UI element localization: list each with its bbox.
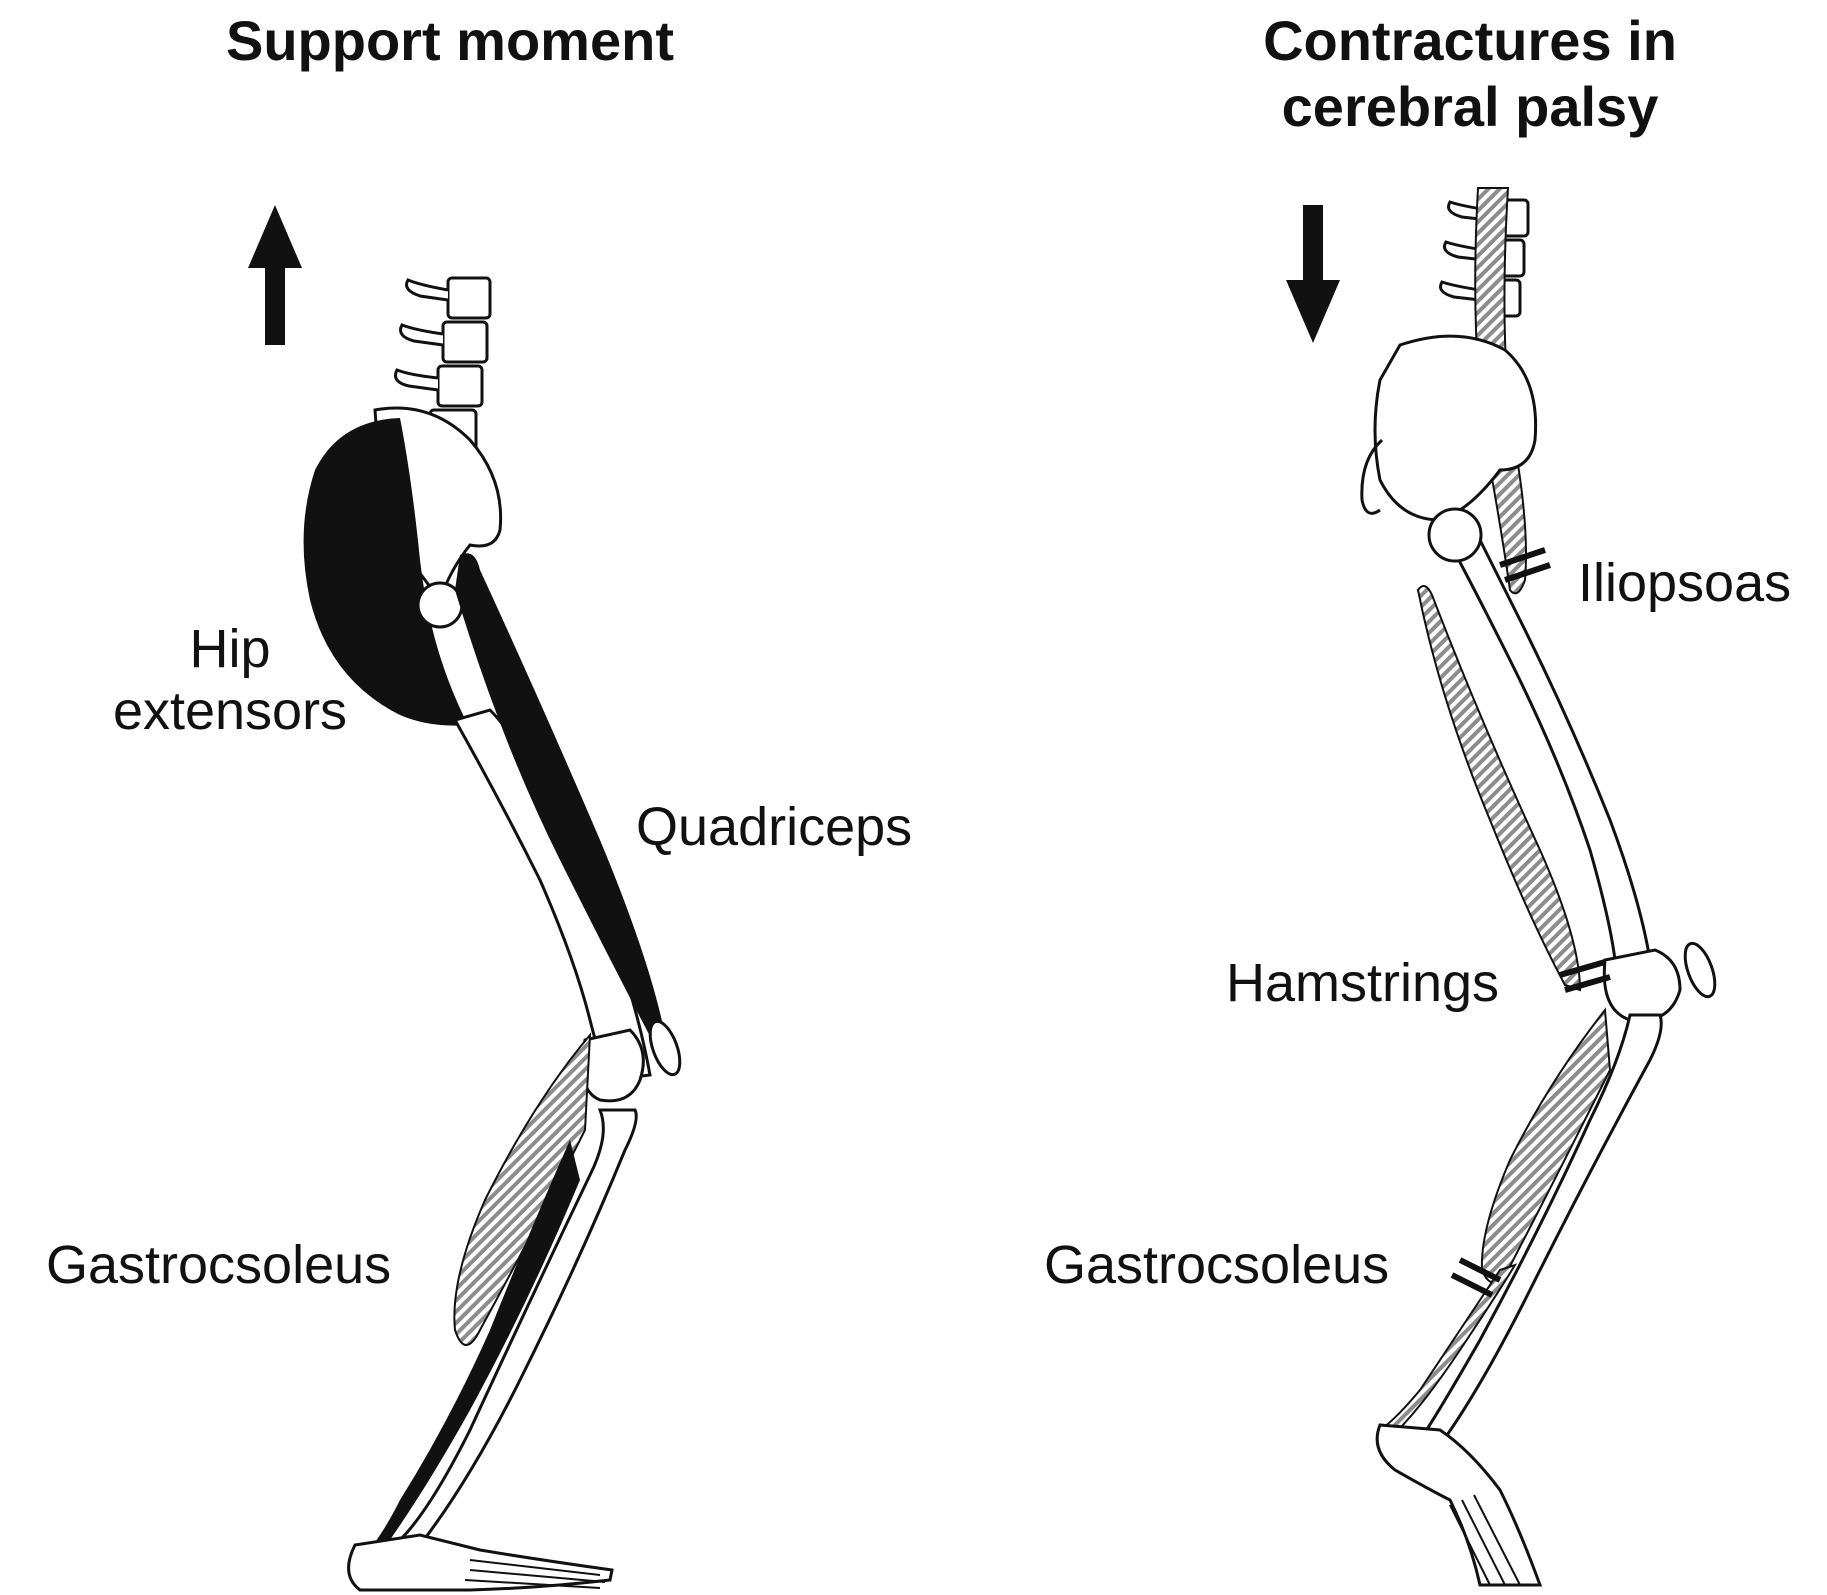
- contracture-marks: [1450, 547, 1611, 1298]
- support-moment-title: Support moment: [150, 8, 750, 74]
- left-panel-figure: [248, 205, 682, 1592]
- right-foot: [1375, 1423, 1543, 1587]
- right-patella: [1683, 941, 1717, 999]
- right-gastrocsoleus-label: Gastrocsoleus: [1044, 1235, 1390, 1295]
- arrow-down-icon: [1286, 205, 1340, 343]
- arrow-up-icon: [248, 205, 302, 345]
- left-patella: [648, 1019, 682, 1077]
- contractures-title-line1: Contractures in: [1263, 9, 1677, 72]
- hip-extensors-label: Hip extensors: [90, 618, 370, 742]
- right-pelvis: [1373, 334, 1538, 522]
- left-hip-extensors-muscle: [303, 418, 468, 726]
- right-knee: [1602, 948, 1682, 1023]
- quadriceps-label: Quadriceps: [636, 797, 913, 857]
- hamstrings-label: Hamstrings: [1226, 953, 1500, 1013]
- left-quadriceps-muscle: [455, 553, 665, 1040]
- right-toes: [1449, 1494, 1521, 1586]
- left-toes: [464, 1559, 606, 1589]
- right-panel-figure: [1286, 187, 1717, 1587]
- hip-extensors-label-line2: extensors: [112, 681, 348, 741]
- right-tibia: [1417, 1013, 1663, 1447]
- left-gastrocsoleus-muscle: [360, 1140, 580, 1565]
- support-moment-title-line1: Support moment: [226, 9, 674, 72]
- contractures-title-line2: cerebral palsy: [1281, 75, 1659, 138]
- iliopsoas-label: Iliopsoas: [1578, 553, 1792, 613]
- hip-extensors-label-line1: Hip: [189, 619, 271, 679]
- right-hamstrings-hatched: [1416, 585, 1582, 992]
- left-gastrocsoleus-label: Gastrocsoleus: [46, 1235, 392, 1295]
- left-knee: [580, 1028, 645, 1103]
- contractures-title: Contractures in cerebral palsy: [1220, 8, 1720, 140]
